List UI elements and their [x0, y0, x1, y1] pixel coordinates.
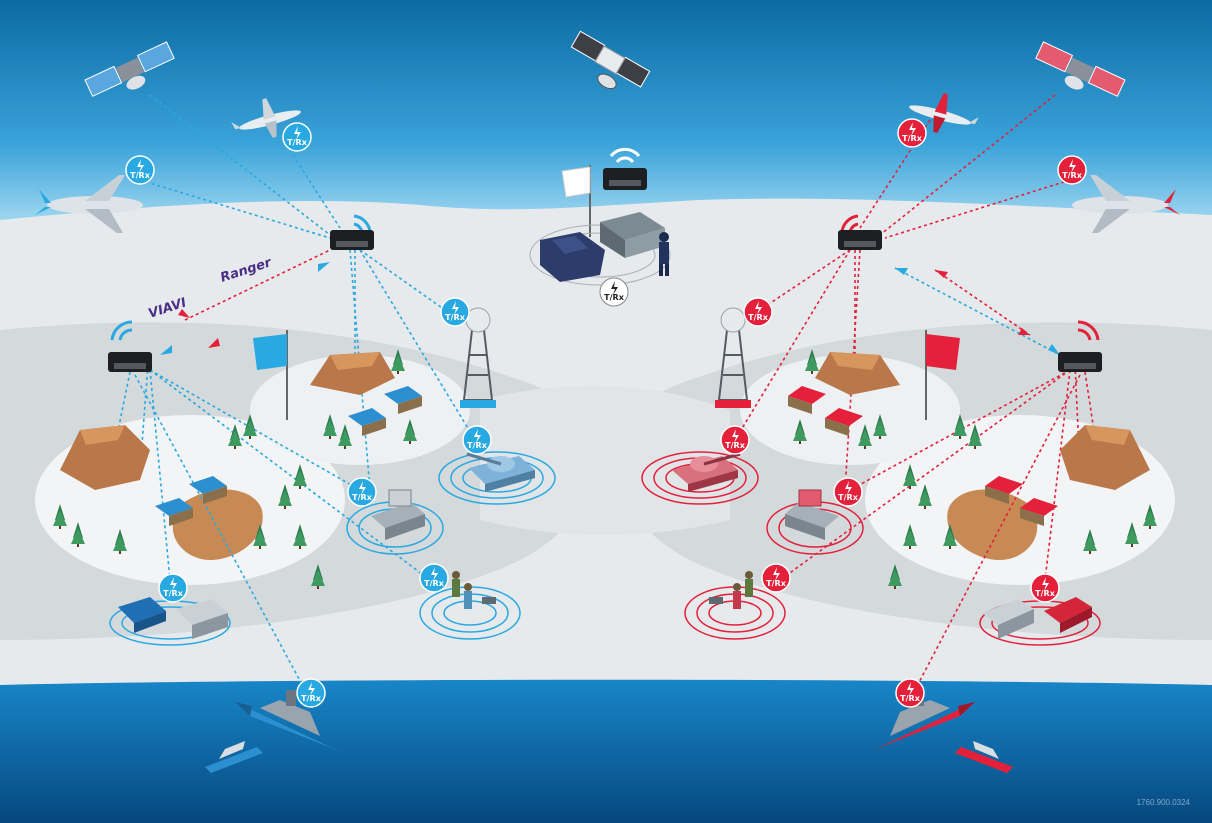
trx-badge-red-tank: T/Rx: [721, 426, 749, 454]
trx-badge-red-radar: T/Rx: [834, 478, 862, 506]
robot-dog-blue-icon: [482, 597, 496, 604]
trx-label: T/Rx: [900, 694, 921, 703]
trx-badge-blue-drone: T/Rx: [283, 123, 311, 151]
trx-label: T/Rx: [287, 138, 308, 147]
trx-label: T/Rx: [424, 579, 445, 588]
trx-label: T/Rx: [902, 134, 923, 143]
trx-label: T/Rx: [838, 493, 859, 502]
trx-label: T/Rx: [766, 579, 787, 588]
ocean: [0, 680, 1212, 823]
trx-badge-blue-tank: T/Rx: [463, 426, 491, 454]
trx-label: T/Rx: [467, 441, 488, 450]
trx-label: T/Rx: [301, 694, 322, 703]
trx-badge-red-vehicles: T/Rx: [1031, 574, 1059, 602]
trx-label: T/Rx: [604, 293, 625, 302]
trx-label: T/Rx: [445, 313, 466, 322]
trx-badge-red-tower: T/Rx: [744, 298, 772, 326]
sky: [0, 0, 1212, 240]
trx-label: T/Rx: [352, 493, 373, 502]
trx-badge-red-ship: T/Rx: [896, 679, 924, 707]
trx-label: T/Rx: [1062, 171, 1083, 180]
trx-badge-blue-ship: T/Rx: [297, 679, 325, 707]
document-id: 1760.900.0324: [1137, 798, 1191, 807]
trx-badge-red-plane: T/Rx: [1058, 156, 1086, 184]
trx-badge-blue-radar: T/Rx: [348, 478, 376, 506]
trx-badge-blue-tower: T/Rx: [441, 298, 469, 326]
trx-badge-neutral: T/Rx: [600, 278, 628, 306]
robot-dog-red-icon: [709, 597, 723, 604]
trx-label: T/Rx: [130, 171, 151, 180]
trx-badge-red-drone: T/Rx: [898, 119, 926, 147]
trx-badge-blue-soldiers: T/Rx: [420, 564, 448, 592]
trx-badge-blue-vehicles: T/Rx: [159, 574, 187, 602]
trx-label: T/Rx: [748, 313, 769, 322]
trx-badge-red-soldiers: T/Rx: [762, 564, 790, 592]
trx-label: T/Rx: [1035, 589, 1056, 598]
trx-label: T/Rx: [725, 441, 746, 450]
trx-badge-blue-plane: T/Rx: [126, 156, 154, 184]
trx-label: T/Rx: [163, 589, 184, 598]
